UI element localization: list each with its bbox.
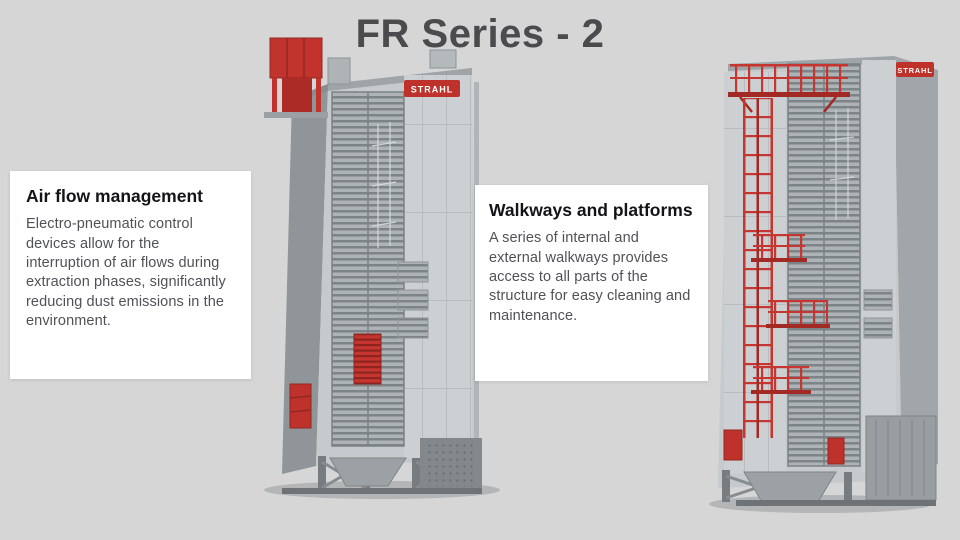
brand-badge-text-left: STRAHL [411,85,454,95]
walkways-card-body: A series of internal and external walkwa… [489,230,691,324]
louver-column [787,63,861,467]
red-base-chute [827,437,845,465]
side-grilles [397,261,429,339]
dryer-machine-left-image: STRAHL [230,36,500,502]
platform-upper [751,234,807,262]
platform-middle [766,300,830,328]
scaffold-lines [829,108,855,220]
air-flow-card-heading: Air flow management [26,186,203,206]
dryer-machine-right-image: STRAHL [696,40,946,514]
walkways-card-heading: Walkways and platforms [489,200,693,220]
walkways-card: Walkways and platforms A series of inter… [475,185,708,381]
roof-walkway [728,64,850,113]
air-flow-card: Air flow management Electro-pneumatic co… [10,171,251,379]
platform-lower [751,366,811,394]
roof-box [429,49,457,69]
scaffold-lines [371,122,397,248]
red-air-flow-panel [353,333,382,385]
base-structure [722,415,937,506]
brand-badge-text-right: STRAHL [897,66,932,75]
base-structure [282,438,482,494]
red-extraction-device [289,383,312,429]
roof-machinery [327,57,351,85]
red-base-unit [723,429,743,461]
brand-badge-right: STRAHL [896,62,934,77]
brand-badge-left: STRAHL [404,80,460,97]
slide-title: FR Series - 2 [355,12,605,56]
louver-column [331,91,405,447]
side-grilles [863,289,893,339]
dryer-left-illustration: STRAHL [264,37,500,499]
dryer-right-illustration: STRAHL [709,56,938,513]
red-elevator-head [264,37,328,118]
air-flow-card-body: Electro-pneumatic control devices allow … [26,216,226,329]
